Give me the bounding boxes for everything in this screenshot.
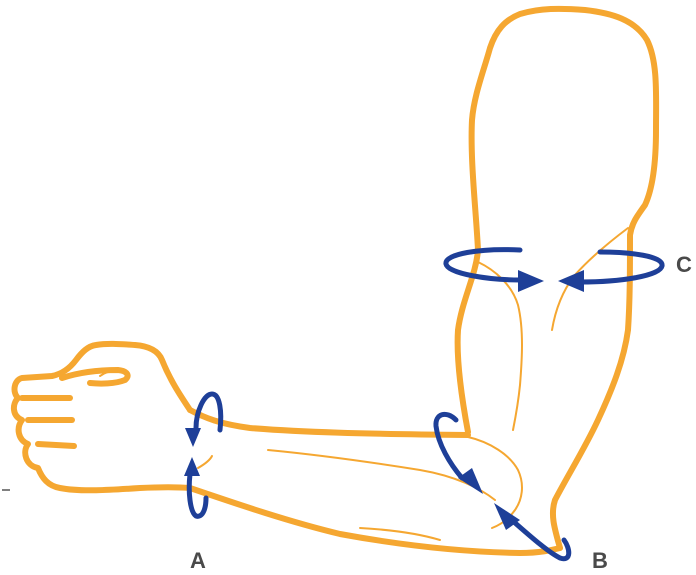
label-b: B <box>592 548 608 573</box>
thumb-tip-line <box>99 369 119 377</box>
forearm-top-edge <box>187 407 471 438</box>
finger-crease-3 <box>35 441 77 449</box>
forearm <box>187 407 563 556</box>
label-a: A <box>190 548 206 573</box>
upper-arm-arrowhead-left <box>558 270 584 292</box>
elbow-arrowhead-down <box>458 468 483 494</box>
upper-arm-ring-left <box>443 247 523 283</box>
upper-arm-arrowhead-right <box>518 270 544 292</box>
forearm-lower-line <box>359 527 441 541</box>
wrist-arrowhead-down <box>185 428 201 447</box>
measure-arrow-a <box>184 391 224 519</box>
elbow-ring-top <box>433 411 465 481</box>
wrist-ring-top <box>193 391 224 433</box>
wrist-line <box>197 455 213 469</box>
wrist-arrowhead-up <box>184 457 200 476</box>
forearm-bottom-edge <box>187 485 563 556</box>
fist <box>10 340 193 494</box>
upper-arm-muscle-line-left <box>477 261 523 431</box>
elbow-ring-bottom <box>511 519 572 562</box>
measure-arrow-b <box>433 411 572 562</box>
upper-arm-ring-right <box>577 249 665 285</box>
fist-outline <box>10 340 193 494</box>
upper-arm-outline <box>454 5 660 551</box>
wrist-ring-bottom <box>186 471 209 519</box>
label-c: C <box>676 252 692 277</box>
thumb-outline <box>59 367 131 387</box>
measure-arrow-c <box>443 247 665 292</box>
elbow-arrowhead-up <box>494 503 520 530</box>
